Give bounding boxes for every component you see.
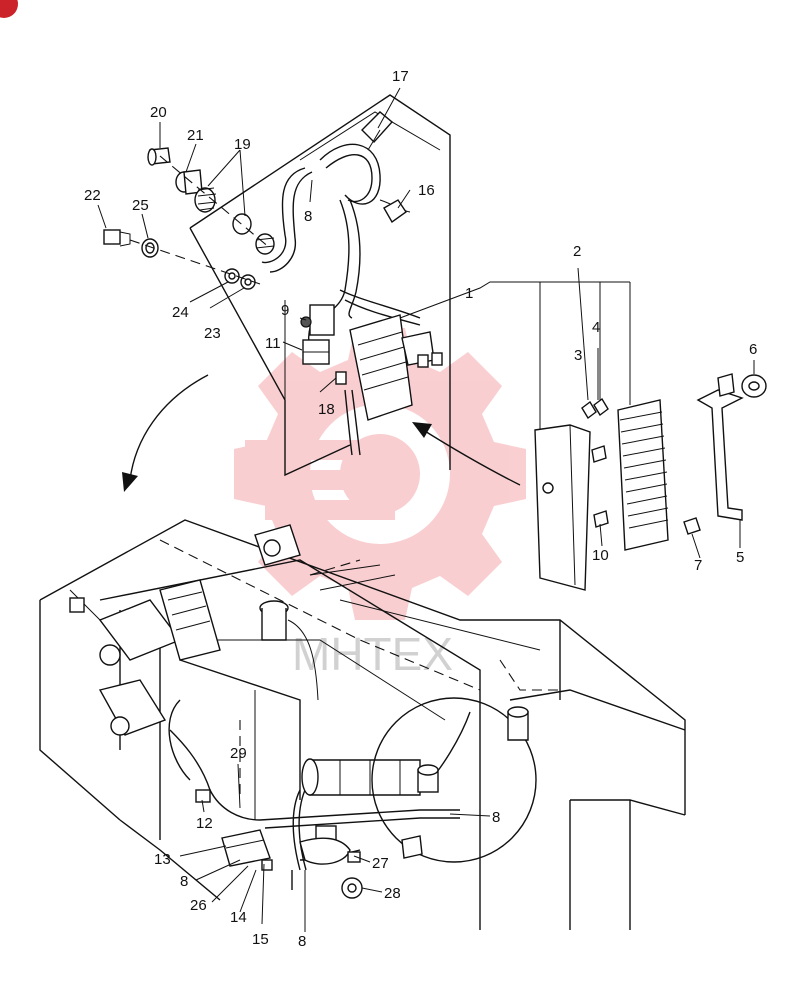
leader-lines [97, 87, 755, 932]
callout-labels: 17 16 8 19 20 21 22 25 24 23 9 11 18 1 2… [84, 68, 757, 950]
gear-logo-icon [234, 328, 526, 620]
clip-18 [335, 371, 347, 385]
instrument-panel [189, 94, 451, 477]
hinge-bosses [69, 524, 301, 736]
assembly-arrow [122, 374, 521, 492]
callout-18: 18 [318, 401, 335, 418]
tube-assembly [301, 758, 421, 796]
callout-17: 17 [392, 68, 409, 85]
fuel-cap [259, 600, 319, 701]
callout-13: 13 [154, 851, 171, 868]
callout-16: 16 [418, 182, 435, 199]
connector-16 [383, 199, 407, 224]
bracket-17 [361, 111, 394, 151]
fuse-block-cover [534, 424, 591, 591]
callout-8-c: 8 [180, 873, 188, 890]
vehicle-body [39, 519, 686, 930]
screw-7 [683, 517, 701, 535]
callout-8: 8 [304, 208, 312, 225]
dashed-outlines [159, 539, 560, 800]
callout-9: 9 [281, 302, 289, 319]
screws-10 [591, 445, 609, 528]
connector-block [349, 314, 443, 421]
bottom-components [195, 789, 363, 899]
bracket-5 [696, 373, 744, 521]
fuse-block [617, 399, 669, 551]
control-panel [159, 579, 221, 661]
relay-9 [300, 304, 335, 336]
callout-27: 27 [372, 855, 389, 872]
callout-3: 3 [574, 347, 582, 364]
callout-11: 11 [265, 335, 281, 352]
callout-4: 4 [592, 319, 600, 336]
callout-1: 1 [465, 285, 473, 302]
relay-11 [302, 339, 330, 365]
callout-23: 23 [204, 325, 221, 342]
callout-12: 12 [196, 815, 213, 832]
lamp-socket-parts [103, 147, 275, 290]
callout-19: 19 [234, 136, 251, 153]
callout-7: 7 [694, 557, 702, 574]
corner-badge [0, 0, 18, 18]
watermark [234, 328, 526, 620]
watermark-text: MHTEX [292, 628, 453, 680]
callout-29: 29 [230, 745, 247, 762]
callout-15: 15 [252, 931, 269, 948]
callout-22: 22 [84, 187, 101, 204]
callout-14: 14 [230, 909, 247, 926]
callout-8-d: 8 [298, 933, 306, 950]
callout-21: 21 [187, 127, 204, 144]
fuses-3-4 [581, 397, 609, 420]
callout-25: 25 [132, 197, 149, 214]
detail-circle [371, 697, 537, 863]
callout-6: 6 [749, 341, 757, 358]
callout-26: 26 [190, 897, 207, 914]
callout-8-b: 8 [492, 809, 500, 826]
callout-2: 2 [573, 243, 581, 260]
grommet-6 [741, 374, 767, 398]
callout-28: 28 [384, 885, 401, 902]
callout-24: 24 [172, 304, 189, 321]
callout-20: 20 [150, 104, 167, 121]
callout-10: 10 [592, 547, 609, 564]
callout-5: 5 [736, 549, 744, 566]
